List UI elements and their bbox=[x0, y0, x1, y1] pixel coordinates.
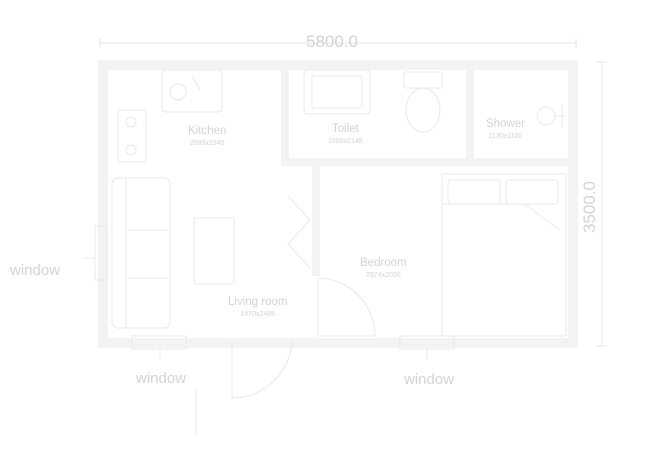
shower-label: Shower 1130x1100 bbox=[486, 118, 525, 140]
shower-name: Shower bbox=[486, 118, 525, 130]
kitchen-label: Kitchen 2085x1945 bbox=[188, 125, 227, 147]
sofa bbox=[111, 177, 171, 329]
toilet-size: 1800x2148 bbox=[328, 137, 363, 145]
entrance-door bbox=[231, 339, 293, 399]
shower-head bbox=[536, 106, 556, 126]
bedroom-name: Bedroom bbox=[360, 257, 407, 269]
toilet-tank bbox=[403, 71, 443, 89]
toilet-bowl bbox=[405, 87, 441, 133]
stove bbox=[117, 109, 147, 163]
bed bbox=[441, 173, 567, 337]
left-window bbox=[94, 225, 108, 281]
bottom-left-window bbox=[131, 335, 187, 350]
bathroom-sink bbox=[303, 69, 371, 115]
bedroom-door bbox=[317, 277, 376, 337]
living-room-size: 1470x2485 bbox=[240, 310, 276, 318]
bottom-left-window-label: window bbox=[136, 370, 187, 387]
coffee-table bbox=[193, 217, 235, 285]
width-dimension-label: 5800.0 bbox=[306, 32, 358, 51]
toilet-name: Toilet bbox=[331, 123, 359, 135]
bottom-right-window-label: window bbox=[404, 371, 455, 388]
bedroom-size: 2974x2020 bbox=[366, 271, 401, 279]
kitchen-sink bbox=[161, 69, 223, 113]
left-window-label: window bbox=[10, 262, 61, 279]
bedroom-label: Bedroom 2974x2020 bbox=[360, 257, 407, 279]
kitchen-name: Kitchen bbox=[188, 125, 227, 137]
height-dimension-label: 3500.0 bbox=[580, 181, 599, 233]
living-room-label: Living room 1470x2485 bbox=[228, 296, 288, 318]
living-room-name: Living room bbox=[228, 296, 288, 308]
kitchen-size: 2085x1945 bbox=[189, 139, 225, 147]
walls bbox=[98, 60, 578, 348]
shower-size: 1130x1100 bbox=[488, 132, 523, 140]
toilet-label: Toilet 1800x2148 bbox=[328, 123, 363, 145]
